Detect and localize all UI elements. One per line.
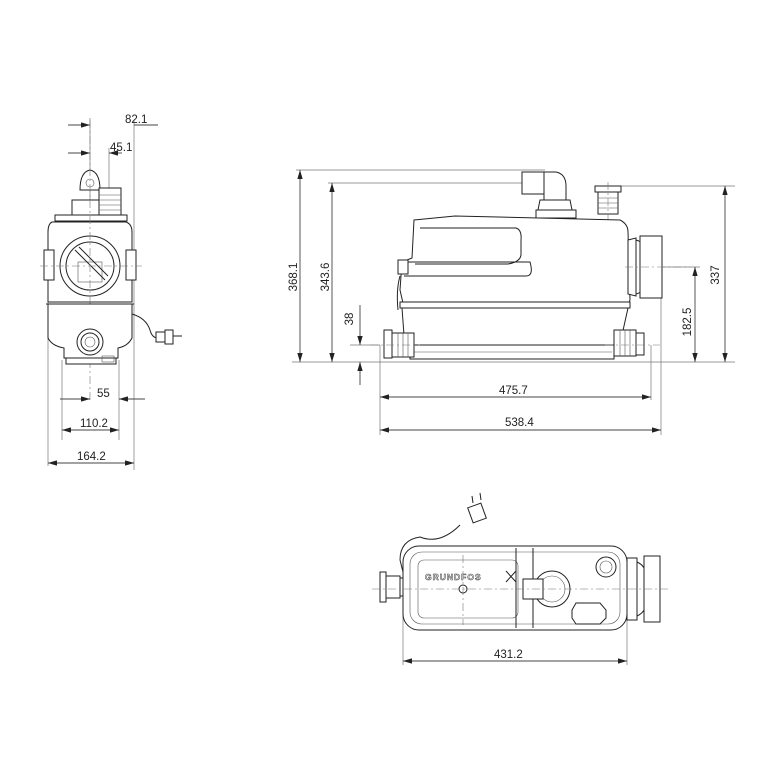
dim-overall-length: 538.4	[505, 417, 534, 429]
dim-bottom-outlet-offset: 55	[97, 388, 110, 400]
dim-base-length: 475.7	[499, 385, 528, 397]
dim-top-inlet-height: 337	[710, 265, 722, 285]
dim-outlet-offset-top: 82.1	[125, 114, 148, 126]
dim-right-inlet-center-height: 182.5	[682, 307, 694, 337]
dim-overall-width: 164.2	[77, 451, 106, 463]
dim-overall-height: 368.1	[288, 262, 300, 292]
front-view	[40, 118, 182, 470]
dim-pipe-height: 343.6	[320, 262, 332, 292]
side-view	[292, 169, 735, 435]
dim-body-length: 431.2	[494, 649, 523, 661]
grundfos-logo: GRUNDFOS	[425, 572, 482, 582]
dim-inlet-offset-top: 45.1	[110, 142, 133, 154]
dim-bottom-inlet-height: 38	[344, 312, 356, 326]
dim-foot-width: 110.2	[80, 418, 108, 430]
top-view: GRUNDFOS	[372, 492, 668, 665]
